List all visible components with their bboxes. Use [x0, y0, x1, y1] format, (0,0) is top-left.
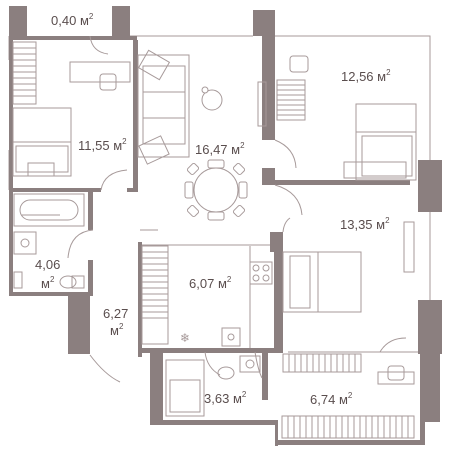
wall-segment: [253, 10, 275, 36]
area-label-hall-unit: м2: [110, 322, 124, 338]
area-label-living: 16,47 м2: [195, 141, 245, 157]
area-label-bathroom-bottom: 3,63 м2: [204, 390, 247, 406]
tv-icon: [257, 81, 267, 127]
wardrobe-icon: [141, 245, 169, 345]
bed-icon: [12, 107, 72, 177]
wall-segment: [418, 300, 442, 354]
sink-icon: [221, 327, 241, 347]
wall-segment: [270, 232, 283, 252]
wall-segment: [68, 292, 90, 354]
door-swing-icon: [379, 337, 407, 353]
bed-icon: [282, 251, 362, 313]
furniture: ❄: [12, 41, 417, 439]
desk-icon: [377, 371, 415, 385]
wall-segment: [262, 168, 275, 185]
wall-segment: [138, 242, 142, 357]
wall-segment: [420, 352, 440, 422]
wall-segment: [9, 292, 93, 296]
wall-segment: [262, 352, 268, 400]
bathtub-icon: [13, 193, 85, 227]
wall-segment: [127, 188, 138, 192]
door-swing-icon: [254, 351, 263, 379]
wall-segment: [112, 6, 130, 36]
area-label-bathroom-small: 4,06: [35, 257, 60, 272]
wardrobe-icon: [281, 415, 415, 439]
wall-segment: [133, 40, 138, 190]
desk-icon: [27, 162, 55, 177]
wall-segment: [420, 418, 425, 445]
area-label-bedroom-left: 11,55 м2: [78, 137, 127, 153]
tv-icon: [403, 221, 415, 273]
chair-icon: [289, 55, 309, 73]
wall-segment: [275, 440, 425, 445]
wall-segment: [138, 348, 283, 353]
area-labels: 0,40 м2 11,55 м2 16,47 м2 12,56 м2 13,35…: [35, 12, 391, 407]
wall-segment: [88, 190, 93, 230]
door-swing-icon: [89, 35, 109, 55]
desk-icon: [69, 61, 131, 91]
area-label-kitchen: 6,07 м2: [189, 275, 232, 291]
wardrobe-icon: [282, 353, 362, 373]
sink-icon: [13, 231, 37, 255]
wall-segment: [9, 188, 101, 192]
stove-icon: [249, 261, 273, 285]
door-swing-icon: [282, 217, 291, 233]
wall-segment: [275, 180, 410, 185]
desk-icon: [276, 79, 306, 121]
area-label-bedroom-top-right: 12,56 м2: [341, 68, 391, 84]
wall-segment: [150, 352, 163, 424]
dining-table-icon: [184, 159, 248, 221]
area-label-bedroom-right: 13,35 м2: [340, 216, 390, 232]
wall-segment: [275, 420, 278, 446]
area-label-dressing: 6,74 м2: [310, 391, 353, 407]
chair-icon: [387, 365, 405, 381]
wall-segment: [274, 248, 283, 348]
wall-segment: [9, 6, 27, 36]
wardrobe-icon: [12, 41, 37, 105]
wall-segment: [88, 260, 93, 295]
toilet-icon: [217, 366, 235, 380]
sofa-icon: [137, 49, 190, 165]
area-label-balcony: 0,40 м2: [51, 12, 94, 28]
door-swing-icon: [274, 139, 297, 169]
sink-icon: [239, 355, 261, 373]
door-swing-icon: [100, 169, 128, 191]
toilet-icon: [13, 271, 85, 289]
door-swing-icon: [274, 184, 303, 216]
walls: [9, 6, 442, 446]
wall-segment: [418, 160, 442, 212]
bed-icon: [355, 103, 417, 181]
shower-icon: [165, 359, 205, 417]
plant-icon: [201, 89, 223, 111]
fridge-icon: ❄: [180, 331, 190, 345]
door-swing-icon: [67, 229, 94, 259]
wall-segment: [9, 160, 13, 190]
area-label-hall: 6,27: [103, 306, 128, 321]
area-label-bathroom-small-unit: м2: [41, 275, 55, 291]
wall-segment: [262, 36, 275, 140]
wall-segment: [150, 420, 275, 425]
wall-segment: [9, 36, 137, 40]
desk-icon: [343, 161, 407, 179]
